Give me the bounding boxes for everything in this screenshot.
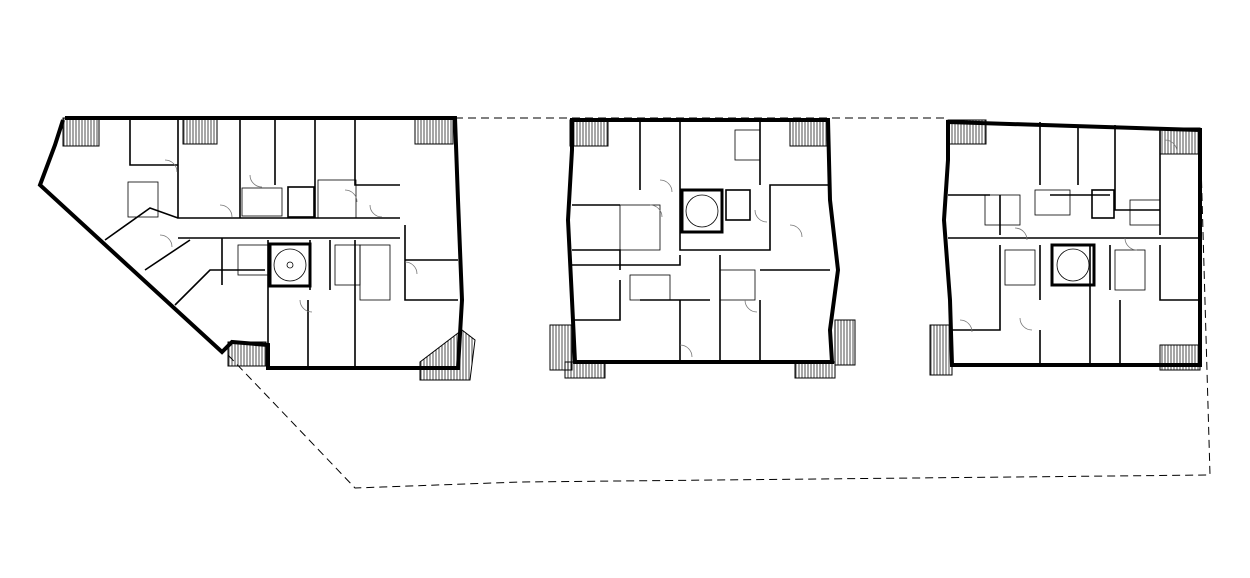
balcony	[1159, 127, 1201, 155]
balcony	[564, 361, 606, 379]
door-swings	[959, 139, 1178, 333]
balcony	[62, 117, 100, 147]
interior-walls	[572, 120, 830, 362]
balcony	[834, 319, 856, 366]
balcony	[794, 361, 836, 379]
building-east	[929, 119, 1202, 376]
building-west	[37, 116, 476, 381]
building-center	[549, 118, 856, 379]
bathroom-fixtures	[984, 189, 1161, 291]
site-boundary	[227, 117, 1211, 489]
balcony	[549, 324, 573, 371]
stair-core	[268, 242, 312, 288]
balcony	[569, 119, 609, 147]
stair-newel	[286, 261, 294, 269]
door-swings	[159, 159, 418, 313]
spiral-stair	[1056, 248, 1090, 282]
stair-core	[680, 188, 724, 234]
spiral-stair	[273, 248, 307, 282]
interior-walls	[948, 122, 1200, 365]
balcony	[789, 119, 829, 147]
bathroom-fixtures	[127, 179, 391, 301]
elevator	[287, 186, 315, 218]
balcony	[182, 117, 218, 145]
balcony	[929, 324, 953, 376]
exterior-wall	[565, 118, 841, 364]
elevator	[725, 189, 751, 221]
bathroom-fixtures	[619, 129, 761, 301]
spiral-stair	[685, 194, 719, 228]
balcony	[419, 329, 476, 381]
exterior-wall	[941, 119, 1202, 367]
elevator	[1091, 189, 1115, 219]
stair-core	[1050, 243, 1096, 287]
exterior-wall	[37, 116, 465, 370]
balcony	[414, 117, 454, 145]
door-swings	[649, 179, 803, 358]
